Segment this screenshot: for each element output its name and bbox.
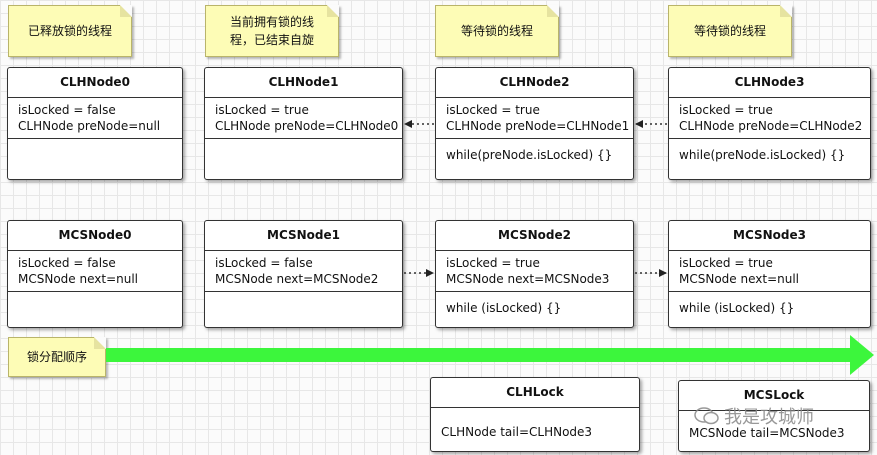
node-title: CLHNode0: [8, 68, 182, 98]
clh-lock-box: CLHLock CLHNode tail=CLHNode3: [430, 377, 640, 452]
node-title: MCSNode3: [669, 221, 870, 251]
node-operations: while (isLocked) {}: [679, 301, 795, 315]
node-field: MCSNode tail=MCSNode3: [689, 426, 845, 440]
note-lock-order: 锁分配顺序: [8, 337, 106, 377]
note-text: 锁分配顺序: [26, 350, 87, 364]
note-text: 当前拥有锁的线程，已结束自旋: [229, 15, 314, 47]
node-title: CLHNode1: [205, 68, 402, 98]
node-title: MCSNode2: [436, 221, 633, 251]
node-title: CLHLock: [431, 378, 639, 408]
note-text: 等待锁的线程: [460, 24, 533, 38]
note-lock-owner-thread: 当前拥有锁的线程，已结束自旋: [205, 5, 339, 57]
node-field: CLHNode tail=CLHNode3: [441, 425, 593, 439]
note-waiting-thread-3: 等待锁的线程: [668, 5, 792, 57]
node-title: MCSNode1: [205, 221, 402, 251]
note-text: 等待锁的线程: [693, 24, 766, 38]
note-released-thread: 已释放锁的线程: [8, 5, 132, 57]
note-waiting-thread-2: 等待锁的线程: [435, 5, 559, 57]
node-operations: while (isLocked) {}: [446, 301, 562, 315]
node-title: CLHNode3: [669, 68, 870, 98]
wechat-icon: [694, 407, 719, 425]
lock-order-arrow: [106, 335, 874, 375]
watermark-text: 我是攻城师: [724, 407, 814, 428]
node-title: CLHNode2: [436, 68, 633, 98]
note-text: 已释放锁的线程: [27, 24, 112, 38]
watermark: 我是攻城师: [694, 403, 814, 429]
node-operations: while(preNode.isLocked) {}: [446, 148, 613, 162]
node-title: MCSLock: [679, 381, 869, 411]
node-title: MCSNode0: [8, 221, 182, 251]
node-operations: while(preNode.isLocked) {}: [679, 148, 846, 162]
